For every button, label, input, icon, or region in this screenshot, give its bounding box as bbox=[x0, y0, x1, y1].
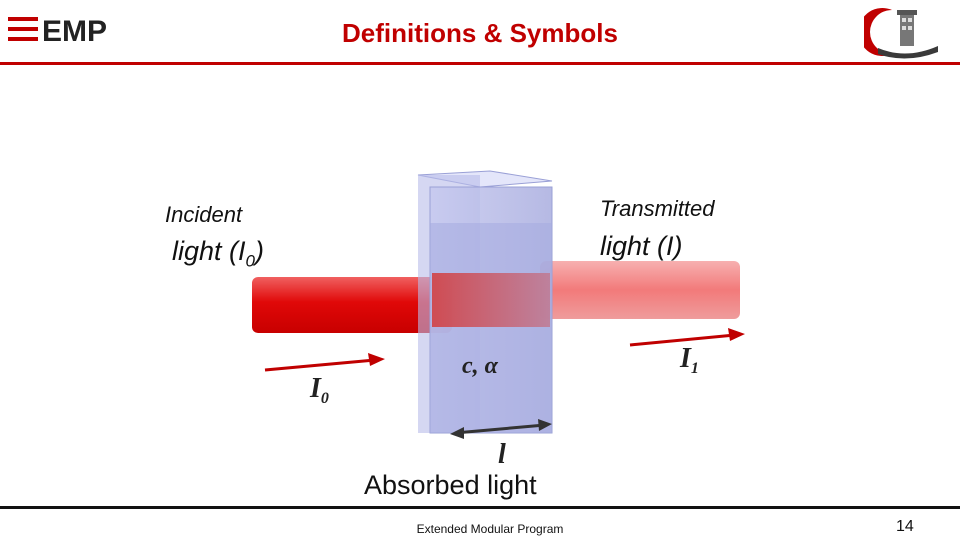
absorption-diagram: I0 I1 c, α l bbox=[252, 170, 745, 470]
arrow-i1 bbox=[629, 328, 745, 347]
absorbed-light-label: Absorbed light bbox=[364, 470, 537, 500]
footer-program: Extended Modular Program bbox=[416, 522, 564, 536]
transmitted-light-label: light (I) bbox=[600, 231, 683, 261]
incident-beam bbox=[252, 277, 452, 333]
transmitted-beam bbox=[540, 261, 740, 319]
incident-label: Incident bbox=[165, 202, 243, 227]
university-seal-icon bbox=[864, 8, 938, 59]
incident-light-label: light (I0) bbox=[172, 236, 264, 271]
header-divider bbox=[0, 62, 960, 65]
beam-in-cuvette bbox=[432, 273, 550, 327]
symbol-l: l bbox=[498, 439, 506, 470]
emp-logo: EMP bbox=[8, 15, 107, 44]
page-number: 14 bbox=[896, 518, 914, 535]
footer-divider bbox=[0, 506, 960, 509]
arrow-i0 bbox=[264, 353, 385, 372]
symbol-i0: I0 bbox=[309, 373, 329, 407]
page-title: Definitions & Symbols bbox=[342, 18, 618, 48]
emp-logo-text: EMP bbox=[42, 15, 107, 44]
cuvette bbox=[417, 170, 553, 434]
transmitted-label: Transmitted bbox=[600, 196, 715, 221]
symbol-i1: I1 bbox=[679, 343, 699, 377]
path-length-arrow bbox=[450, 419, 552, 439]
symbol-c-alpha: c, α bbox=[462, 353, 499, 379]
